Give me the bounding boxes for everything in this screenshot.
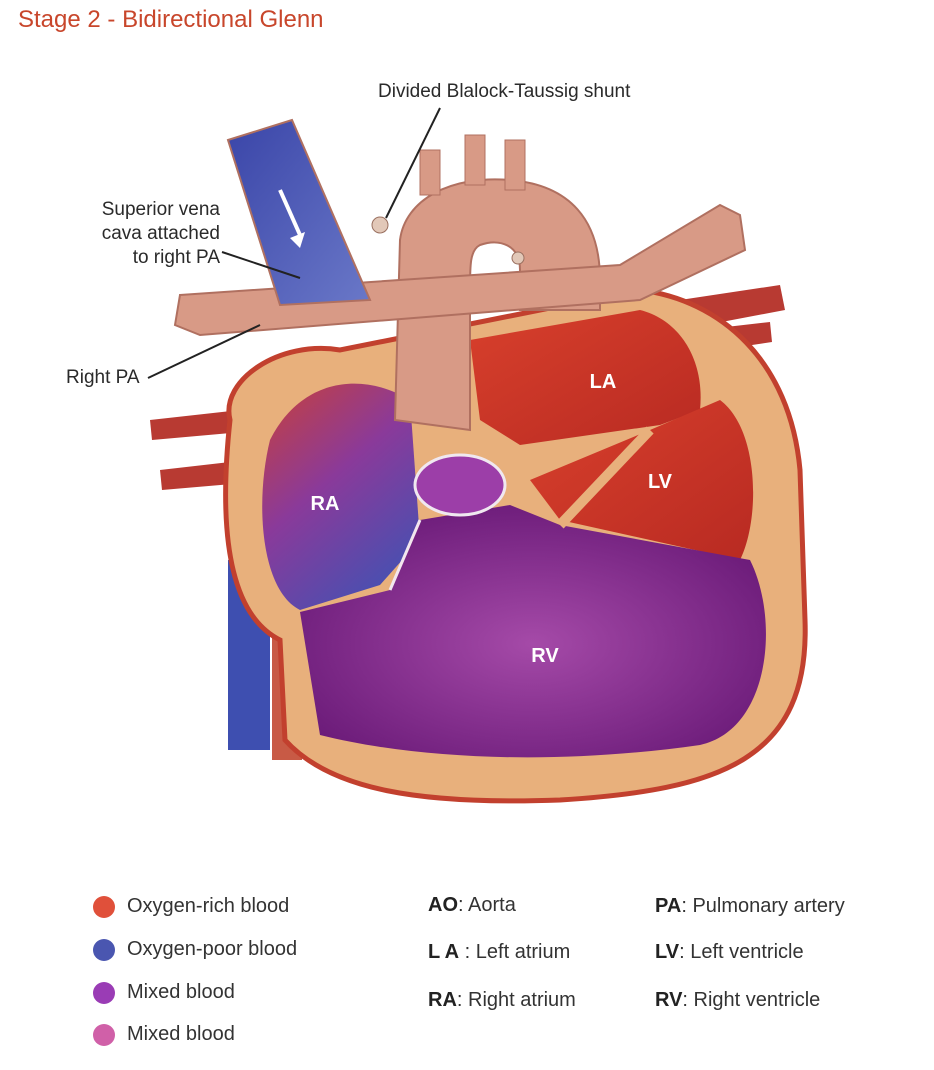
leader-lines [147, 107, 441, 379]
la-label: LA [590, 371, 617, 393]
rv-label: RV [531, 645, 559, 667]
aorta [393, 134, 601, 517]
svc-callout: Superior vena cava attached to right PA [84, 198, 220, 270]
mixed-purple-swatch [93, 981, 115, 1004]
legend-label: Oxygen-poor blood [127, 938, 298, 960]
legend-label: Mixed blood [127, 981, 235, 1003]
svc-callout-line1: Superior vena [101, 199, 220, 220]
right-atrium [262, 383, 420, 610]
page-title: Stage 2 - Bidirectional Glenn [18, 6, 324, 33]
abbr-ao: AO: Aorta [428, 894, 516, 916]
superior-vena-cava [226, 118, 372, 307]
divided-shunt [371, 216, 525, 265]
legend-item-oxygen-poor: Oxygen-poor blood [93, 938, 297, 961]
legend-item-mixed-2: Mixed blood [93, 1023, 235, 1046]
legend-item-mixed-1: Mixed blood [93, 981, 235, 1004]
abbr-la: L A : Left atrium [428, 941, 571, 963]
right-pa-callout: Right PA [66, 367, 140, 388]
shunt-callout: Divided Blalock-Taussig shunt [378, 81, 631, 102]
abbr-ra: RA: Right atrium [428, 989, 576, 1011]
oxygen-rich-swatch [93, 895, 115, 918]
legend-label: Oxygen-rich blood [127, 895, 290, 917]
abbr-lv: LV: Left ventricle [655, 941, 804, 963]
ra-label: RA [311, 493, 340, 515]
lv-label: LV [648, 471, 673, 493]
legend-label: Mixed blood [127, 1023, 235, 1045]
oxygen-poor-swatch [93, 938, 115, 961]
abbr-pa: PA: Pulmonary artery [655, 895, 845, 917]
svc-callout-line3: to right PA [132, 247, 220, 268]
heart-diagram: RA LA LV RV [147, 107, 808, 804]
abbr-rv: RV: Right ventricle [655, 989, 821, 1011]
right-ventricle [300, 505, 766, 758]
mixed-pink-swatch [93, 1023, 115, 1046]
left-atrium [470, 310, 701, 445]
svc-callout-line2: cava attached [101, 223, 220, 244]
legend-item-oxygen-rich: Oxygen-rich blood [93, 895, 289, 918]
left-ventricle [530, 400, 754, 560]
